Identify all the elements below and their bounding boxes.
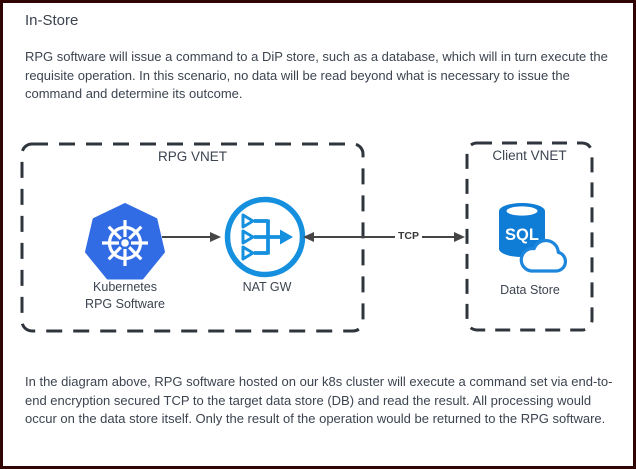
nat-gateway-icon xyxy=(224,196,306,278)
sql-icon-text: SQL xyxy=(505,226,539,244)
intro-paragraph: RPG software will issue a command to a D… xyxy=(25,49,608,101)
page-title: In-Store xyxy=(25,12,79,29)
nat-gateway-node-label: NAT GW xyxy=(242,280,292,294)
kubernetes-label-line1: Kubernetes xyxy=(93,280,157,294)
kubernetes-label-line2: RPG Software xyxy=(85,296,165,311)
connector-k8s-to-natgw xyxy=(162,236,211,238)
arrowhead-right-icon xyxy=(454,232,465,242)
client-vnet-label: Client VNET xyxy=(492,148,567,163)
tcp-connection-label: TCP xyxy=(395,230,422,242)
rpg-vnet-label: RPG VNET xyxy=(157,149,227,164)
conclusion-paragraph: In the diagram above, RPG software hoste… xyxy=(25,374,613,426)
arrowhead-right-icon xyxy=(210,232,221,242)
kubernetes-node-label: Kubernetes RPG Software xyxy=(55,279,195,312)
connector-natgw-to-clientvnet xyxy=(313,236,455,238)
sql-database-cloud-icon: SQL xyxy=(499,203,568,273)
data-store-node-label: Data Store xyxy=(500,283,560,297)
dashed-border xyxy=(465,141,594,332)
kubernetes-icon xyxy=(85,203,165,280)
arrowhead-left-icon xyxy=(303,232,314,242)
client-vnet-box: Client VNET xyxy=(465,141,594,332)
